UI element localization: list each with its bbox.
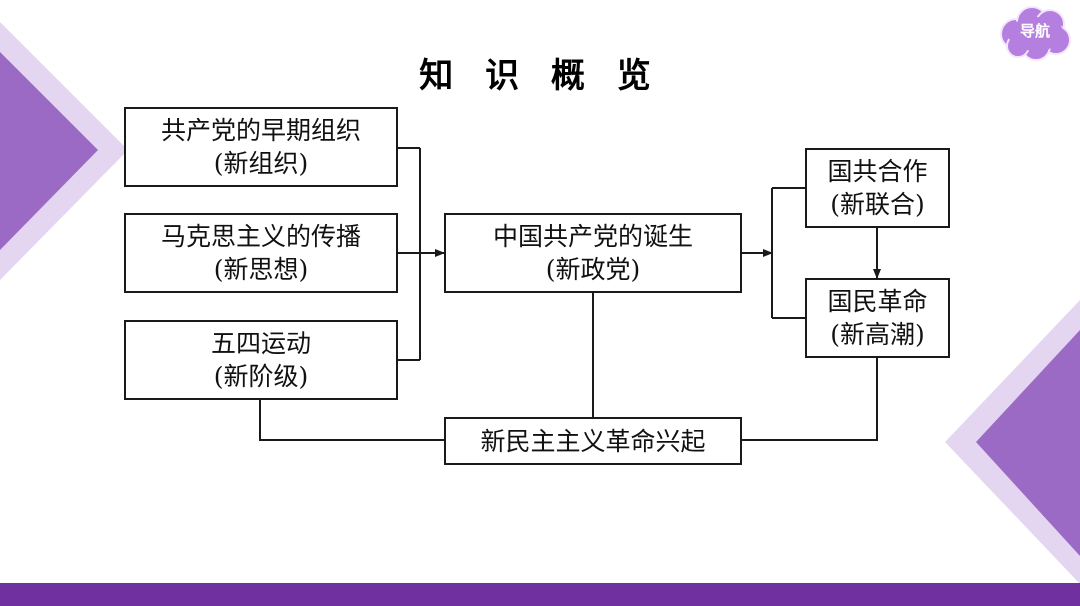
node-early-org: 共产党的早期组织 (新组织) bbox=[124, 107, 398, 187]
nav-button[interactable]: 导航 bbox=[996, 4, 1074, 62]
node-may-fourth-subtitle: (新阶级) bbox=[213, 362, 309, 391]
line-may-fourth-to-rise bbox=[259, 400, 445, 441]
node-revolution-subtitle: (新高潮) bbox=[830, 320, 925, 349]
node-cooperation-title: 国共合作 bbox=[827, 157, 928, 186]
cloud-icon bbox=[1000, 6, 1071, 61]
line-revolution-to-rise bbox=[742, 358, 878, 441]
node-party-birth-subtitle: (新政党) bbox=[545, 255, 641, 284]
node-cooperation: 国共合作 (新联合) bbox=[805, 148, 950, 228]
page-title: 知 识 概 览 bbox=[419, 56, 661, 96]
node-revolution-title: 国民革命 bbox=[827, 287, 928, 316]
node-marxism-title: 马克思主义的传播 bbox=[160, 222, 361, 251]
nav-button-label: 导航 bbox=[1019, 22, 1050, 40]
right-triangle-inner bbox=[976, 330, 1080, 556]
left-triangle-inner bbox=[0, 52, 98, 250]
node-party-birth-title: 中国共产党的诞生 bbox=[492, 222, 693, 251]
node-cooperation-subtitle: (新联合) bbox=[830, 190, 925, 219]
node-revolution: 国民革命 (新高潮) bbox=[805, 278, 950, 358]
node-marxism: 马克思主义的传播 (新思想) bbox=[124, 213, 398, 293]
node-early-org-subtitle: (新组织) bbox=[213, 149, 309, 178]
node-marxism-subtitle: (新思想) bbox=[213, 255, 309, 284]
bottom-accent-bar bbox=[0, 583, 1080, 606]
node-rise: 新民主主义革命兴起 bbox=[444, 417, 742, 465]
node-rise-title: 新民主主义革命兴起 bbox=[480, 426, 706, 456]
node-may-fourth: 五四运动 (新阶级) bbox=[124, 320, 398, 400]
node-early-org-title: 共产党的早期组织 bbox=[160, 116, 361, 145]
node-may-fourth-title: 五四运动 bbox=[210, 329, 311, 358]
node-party-birth: 中国共产党的诞生 (新政党) bbox=[444, 213, 742, 293]
